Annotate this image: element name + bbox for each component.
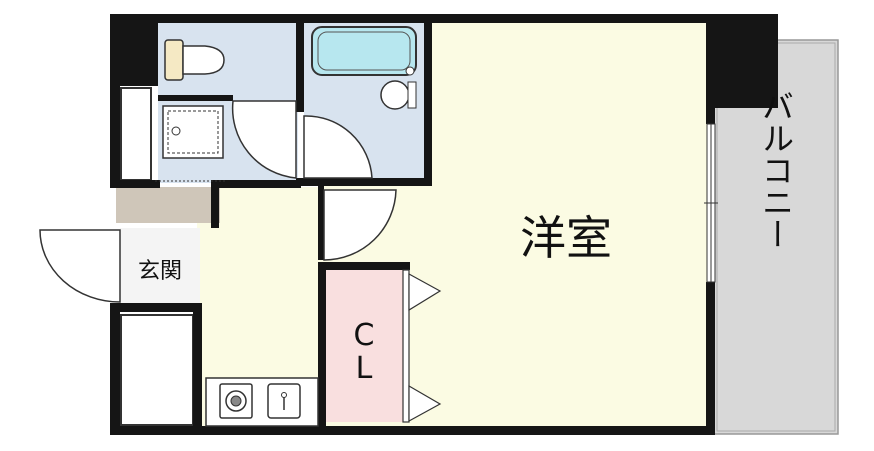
toilet-icon: [164, 39, 225, 81]
western-room-label: 洋室: [520, 211, 612, 265]
closet-label-bottom: L: [356, 351, 373, 386]
closet-doors: [402, 269, 442, 423]
kitchen-sink-icon: [267, 383, 301, 419]
storage-upper-left: [120, 87, 152, 181]
bathtub-icon: [311, 26, 417, 76]
entrance-floor: [120, 228, 200, 303]
sink-icon: [380, 80, 417, 110]
bathroom-door: [303, 115, 373, 179]
entrance-door: [39, 229, 121, 303]
storage-left: [120, 314, 194, 426]
entrance-label: 玄関: [138, 259, 182, 284]
shoe-cabinet: [116, 187, 220, 223]
walls: [110, 14, 778, 435]
doors: [39, 100, 397, 303]
washroom-door: [231, 100, 297, 179]
window: [704, 123, 718, 283]
closet-floor: [325, 270, 403, 422]
stove-icon: [219, 383, 253, 419]
room-door: [323, 189, 397, 261]
closet-label-top: C: [354, 318, 375, 353]
washing-machine-icon: [155, 105, 226, 182]
balcony-label: バルコニー: [757, 90, 795, 250]
